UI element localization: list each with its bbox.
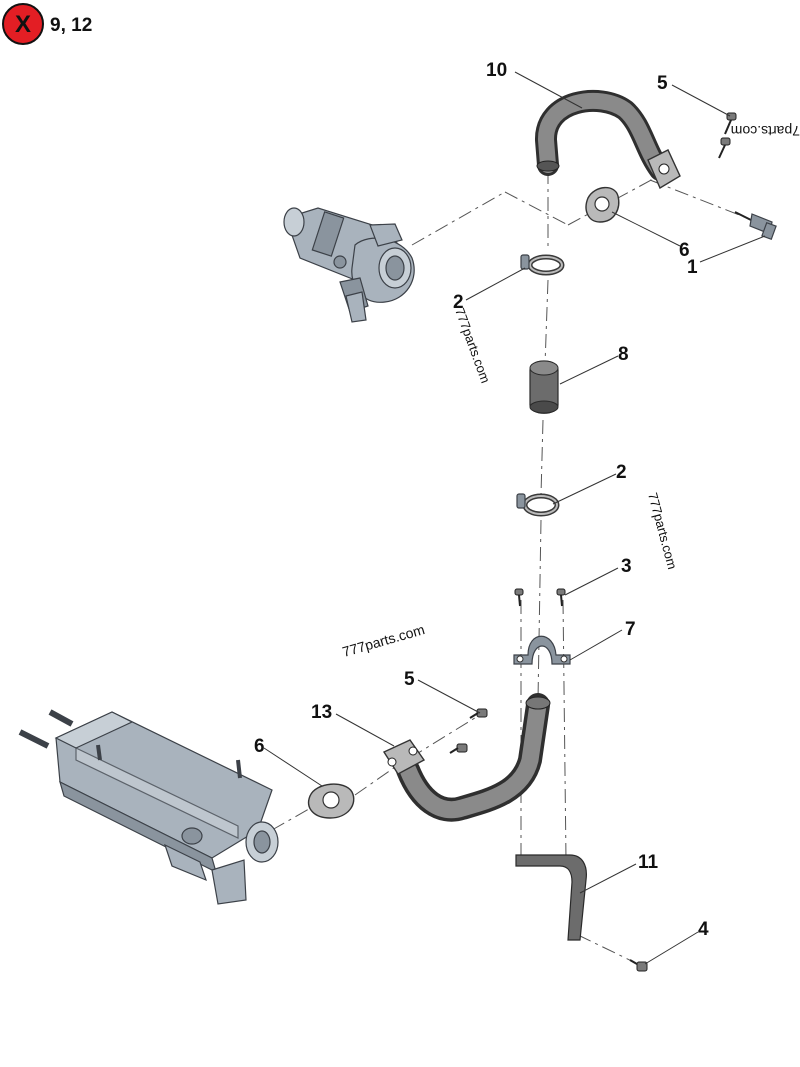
watermarks: 7parts.com 777parts.com 777parts.com 777… — [340, 123, 800, 660]
egr-valve-assembly-icon — [283, 207, 415, 323]
flange-gasket-icon — [308, 783, 355, 819]
bolt-icon — [449, 708, 488, 754]
lower-pipe-icon — [382, 693, 551, 822]
callout-6-lower: 6 — [254, 736, 265, 757]
bolt-icon — [514, 588, 566, 607]
callout-6-top: 6 — [679, 240, 690, 261]
flange-gasket-icon — [585, 186, 620, 223]
badge-symbol: X — [15, 11, 31, 38]
pipe-bracket-icon — [513, 635, 571, 665]
red-x-badge-icon — [2, 3, 44, 45]
assembly-axis-lines — [271, 170, 753, 966]
callout-2-lower: 2 — [616, 462, 627, 483]
excluded-items-note: 9, 12 — [50, 15, 92, 36]
callouts: 10 5 6 1 2 8 2 3 7 5 13 6 11 4 — [254, 60, 709, 940]
bolt-icon — [718, 112, 737, 159]
callout-11: 11 — [638, 852, 659, 873]
callout-8: 8 — [618, 344, 629, 365]
callout-2-upper: 2 — [453, 292, 464, 313]
callout-1: 1 — [687, 257, 698, 278]
hose-clamp-icon — [520, 254, 565, 276]
callout-5-top: 5 — [657, 73, 668, 94]
callout-5-lower: 5 — [404, 669, 415, 690]
support-bracket-icon — [515, 854, 587, 941]
hose-clamp-icon — [516, 493, 560, 517]
watermark-right-vertical: 777parts.com — [645, 491, 680, 571]
watermark-top-right: 7parts.com — [731, 123, 800, 139]
egr-cooler-icon — [18, 709, 279, 905]
rubber-hose-icon — [529, 360, 559, 414]
callout-10: 10 — [486, 60, 507, 81]
watermark-middle: 777parts.com — [340, 621, 426, 660]
callout-7: 7 — [625, 619, 636, 640]
callout-3: 3 — [621, 556, 632, 577]
callout-13: 13 — [311, 702, 332, 723]
bolt-icon — [629, 959, 648, 972]
watermark-left-vertical: 777parts.com — [452, 306, 493, 385]
header-badge: X 9, 12 — [2, 3, 92, 45]
upper-pipe-icon — [535, 89, 681, 190]
callout-4: 4 — [698, 919, 709, 940]
leader-lines — [263, 71, 766, 965]
sensor-connector-icon — [734, 211, 777, 241]
